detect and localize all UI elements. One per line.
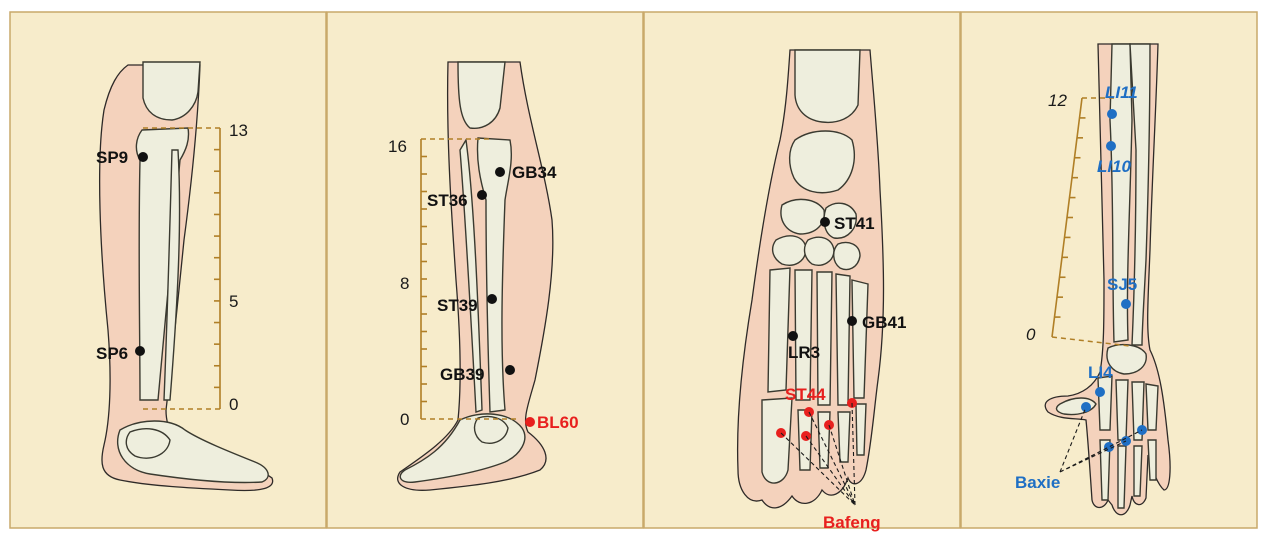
ruler-tick-label: 0 xyxy=(400,410,409,429)
acupoint-label-sj5: SJ5 xyxy=(1107,275,1137,294)
acupoint-label-st36: ST36 xyxy=(427,191,468,210)
acupoint-marker-st39 xyxy=(487,294,497,304)
acupoint-label-sp9: SP9 xyxy=(96,148,128,167)
ruler-tick-label: 13 xyxy=(229,121,248,140)
ruler-tick-label: 0 xyxy=(229,395,238,414)
acupoint-marker-sp6 xyxy=(135,346,145,356)
acupoint-label-lr3: LR3 xyxy=(788,343,820,362)
acupoint-marker-sp9 xyxy=(138,152,148,162)
acupoint-label-st39: ST39 xyxy=(437,296,478,315)
acupoint-label-li4: LI4 xyxy=(1088,363,1113,382)
ruler-tick-label: 12 xyxy=(1048,91,1067,110)
acupoint-label-st41: ST41 xyxy=(834,214,875,233)
ruler-tick-label: 5 xyxy=(229,292,238,311)
acupoint-marker-sj5 xyxy=(1121,299,1131,309)
acupoint-label-sp6: SP6 xyxy=(96,344,128,363)
acupoint-marker-st36 xyxy=(477,190,487,200)
acupoint-label-gb39: GB39 xyxy=(440,365,484,384)
acupoint-marker-st41 xyxy=(820,217,830,227)
acupoint-marker-li4 xyxy=(1095,387,1105,397)
group-label-bafeng: Bafeng xyxy=(823,513,881,532)
ruler-tick-label: 8 xyxy=(400,274,409,293)
acupoint-label-gb41: GB41 xyxy=(862,313,906,332)
acupoint-marker-gb39 xyxy=(505,365,515,375)
acupoint-marker-lr3 xyxy=(788,331,798,341)
acupoint-label-gb34: GB34 xyxy=(512,163,557,182)
acupoint-marker-bl60 xyxy=(525,417,535,427)
acupoint-label-li10: LI10 xyxy=(1097,157,1132,176)
acupoint-label-bl60: BL60 xyxy=(537,413,579,432)
acupoint-marker-li10 xyxy=(1106,141,1116,151)
acupoint-marker-li11 xyxy=(1107,109,1117,119)
acupoint-marker-gb41 xyxy=(847,316,857,326)
acupoint-label-st44: ST44 xyxy=(785,385,826,404)
group-label-baxie: Baxie xyxy=(1015,473,1060,492)
acupoint-marker-gb34 xyxy=(495,167,505,177)
acupoint-label-li11: LI11 xyxy=(1105,83,1138,102)
ruler-tick-label: 16 xyxy=(388,137,407,156)
ruler-tick-label: 0 xyxy=(1026,325,1036,344)
